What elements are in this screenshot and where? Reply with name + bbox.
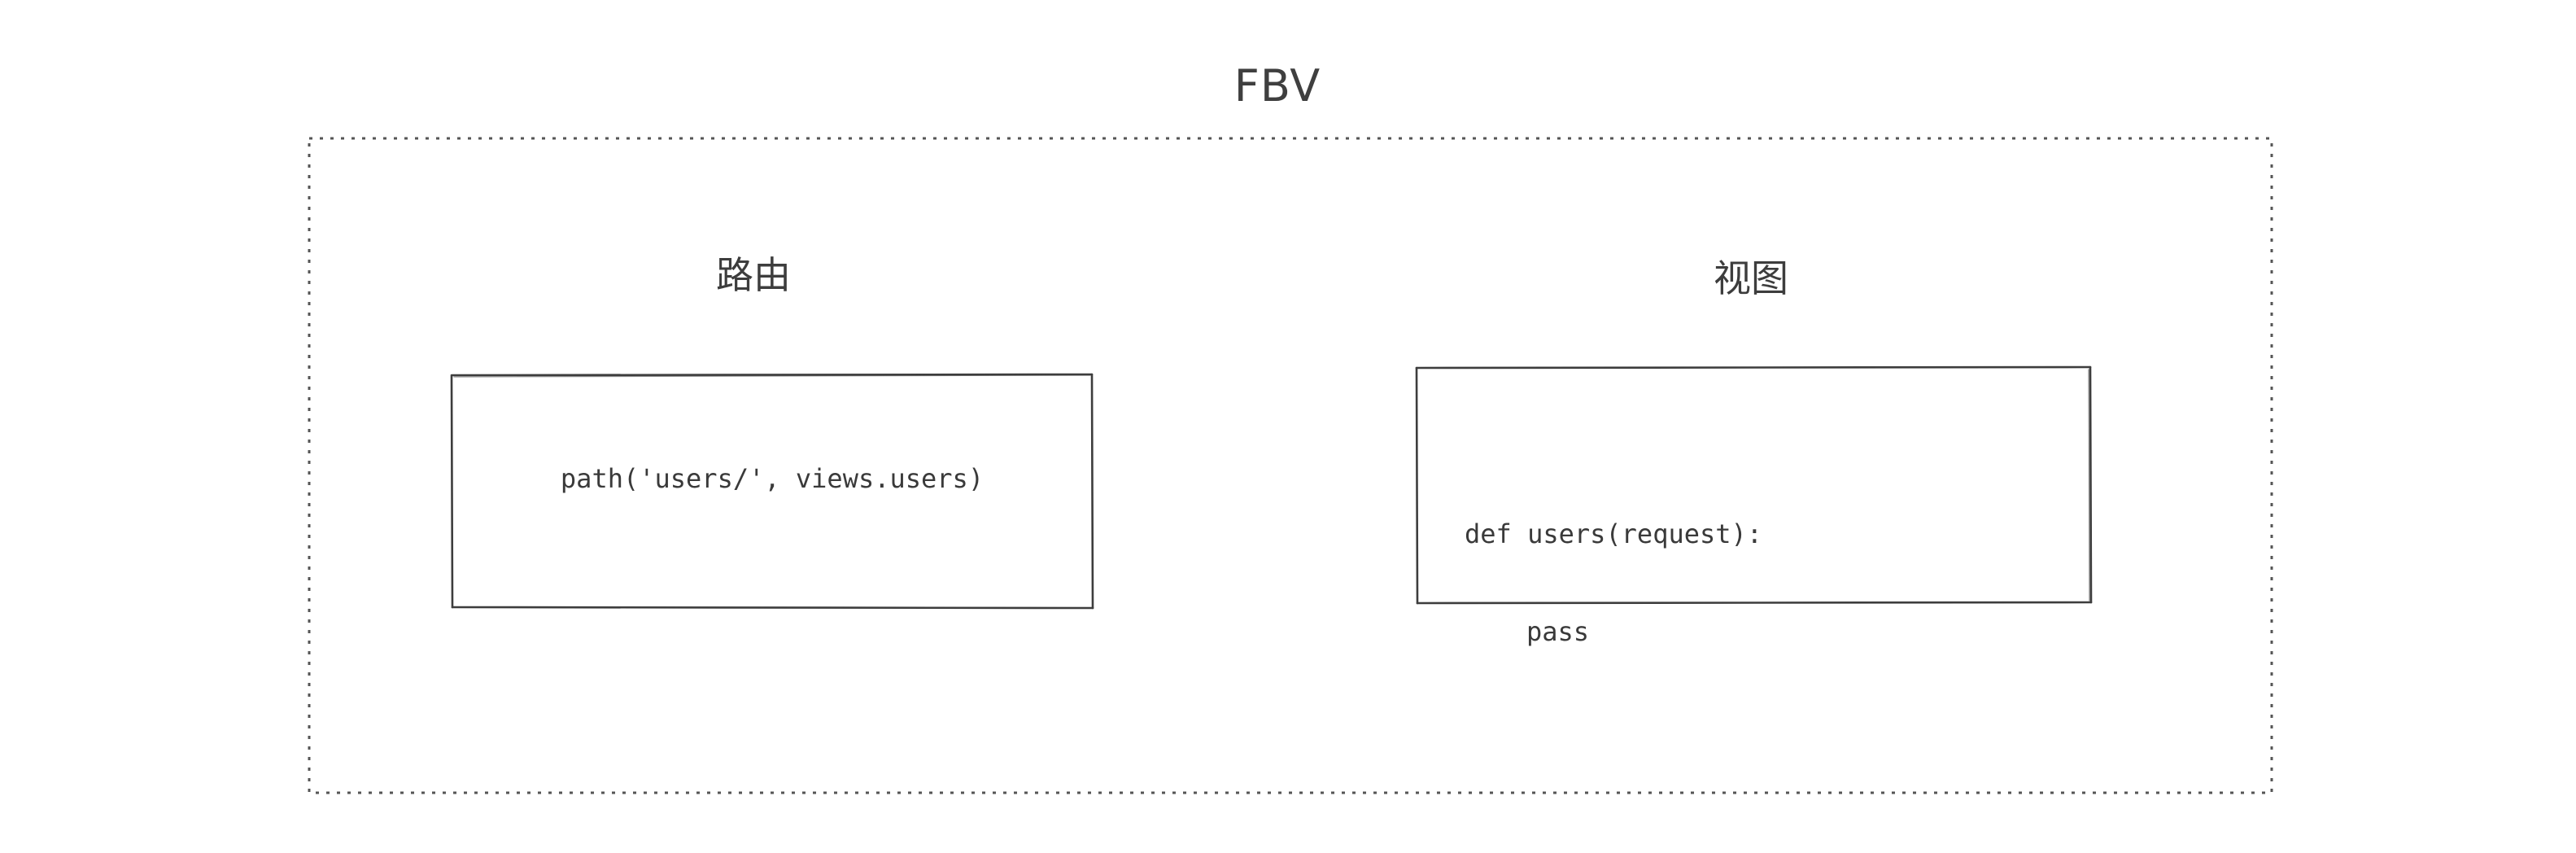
view-code: def users(request): pass: [1465, 453, 1762, 680]
view-box: [1415, 365, 2093, 605]
fbv-frame: [308, 137, 2273, 794]
view-code-line-def: def users(request):: [1465, 518, 1763, 549]
route-heading: 路由: [716, 253, 791, 297]
route-code: path('users/', views.users): [560, 463, 985, 494]
diagram-title: FBV: [1233, 60, 1321, 112]
view-code-line-pass: pass: [1526, 616, 1590, 647]
view-heading: 视图: [1714, 256, 1788, 300]
route-box: [450, 373, 1094, 610]
